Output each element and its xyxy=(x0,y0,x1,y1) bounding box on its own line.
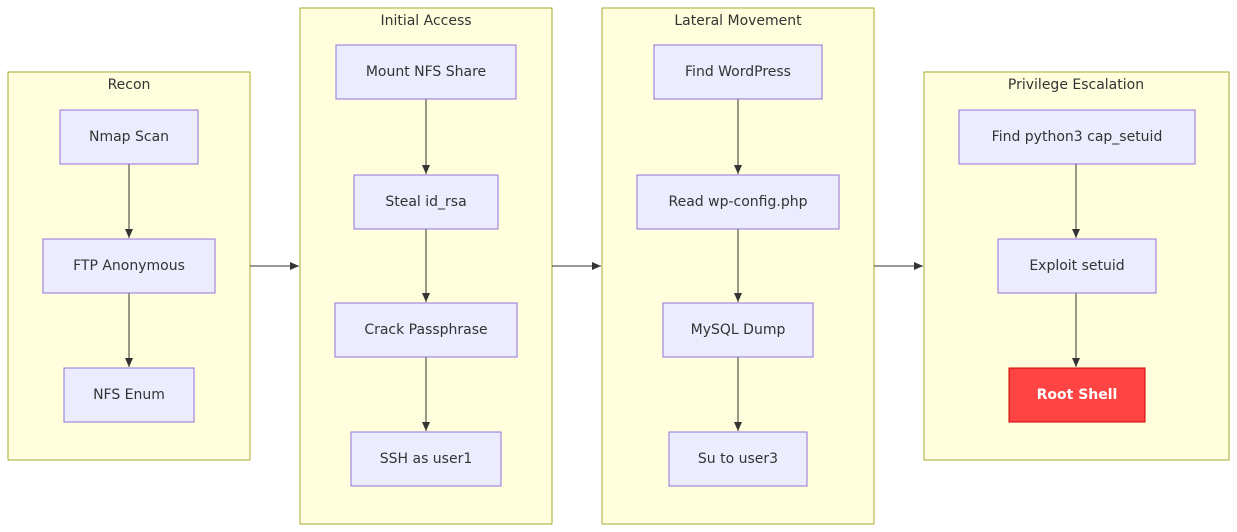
node-root-shell[interactable]: Root Shell xyxy=(1008,367,1146,423)
node-nfs-enum[interactable]: NFS Enum xyxy=(63,367,195,423)
node-ftp-anonymous-label: FTP Anonymous xyxy=(73,258,185,274)
node-find-python3-cap-setuid[interactable]: Find python3 cap_setuid xyxy=(958,109,1196,165)
phase-privilege-escalation-title: Privilege Escalation xyxy=(1008,77,1144,93)
node-steal-id-rsa-label: Steal id_rsa xyxy=(385,194,466,210)
node-nfs-enum-label: NFS Enum xyxy=(93,387,165,403)
node-ssh-as-user1[interactable]: SSH as user1 xyxy=(350,431,502,487)
node-read-wp-config[interactable]: Read wp-config.php xyxy=(636,174,840,230)
node-exploit-setuid-label: Exploit setuid xyxy=(1029,258,1124,274)
node-su-to-user3-label: Su to user3 xyxy=(698,451,778,467)
node-ftp-anonymous[interactable]: FTP Anonymous xyxy=(42,238,216,294)
node-root-shell-label: Root Shell xyxy=(1037,387,1118,403)
node-nmap-scan[interactable]: Nmap Scan xyxy=(59,109,199,165)
node-read-wp-config-label: Read wp-config.php xyxy=(669,194,808,210)
node-mount-nfs-share[interactable]: Mount NFS Share xyxy=(335,44,517,100)
node-steal-id-rsa[interactable]: Steal id_rsa xyxy=(353,174,499,230)
node-find-wordpress-label: Find WordPress xyxy=(685,64,791,80)
phase-initial-access-title: Initial Access xyxy=(380,13,471,29)
phase-recon-title: Recon xyxy=(108,77,151,93)
node-find-python3-cap-setuid-label: Find python3 cap_setuid xyxy=(992,129,1163,145)
node-crack-passphrase[interactable]: Crack Passphrase xyxy=(334,302,518,358)
node-su-to-user3[interactable]: Su to user3 xyxy=(668,431,808,487)
node-exploit-setuid[interactable]: Exploit setuid xyxy=(997,238,1157,294)
node-mysql-dump-label: MySQL Dump xyxy=(691,322,786,338)
node-crack-passphrase-label: Crack Passphrase xyxy=(364,322,487,338)
node-mount-nfs-share-label: Mount NFS Share xyxy=(366,64,486,80)
node-nmap-scan-label: Nmap Scan xyxy=(89,129,169,145)
node-ssh-as-user1-label: SSH as user1 xyxy=(380,451,473,467)
node-mysql-dump[interactable]: MySQL Dump xyxy=(662,302,814,358)
phase-lateral-movement-title: Lateral Movement xyxy=(674,13,802,29)
node-find-wordpress[interactable]: Find WordPress xyxy=(653,44,823,100)
